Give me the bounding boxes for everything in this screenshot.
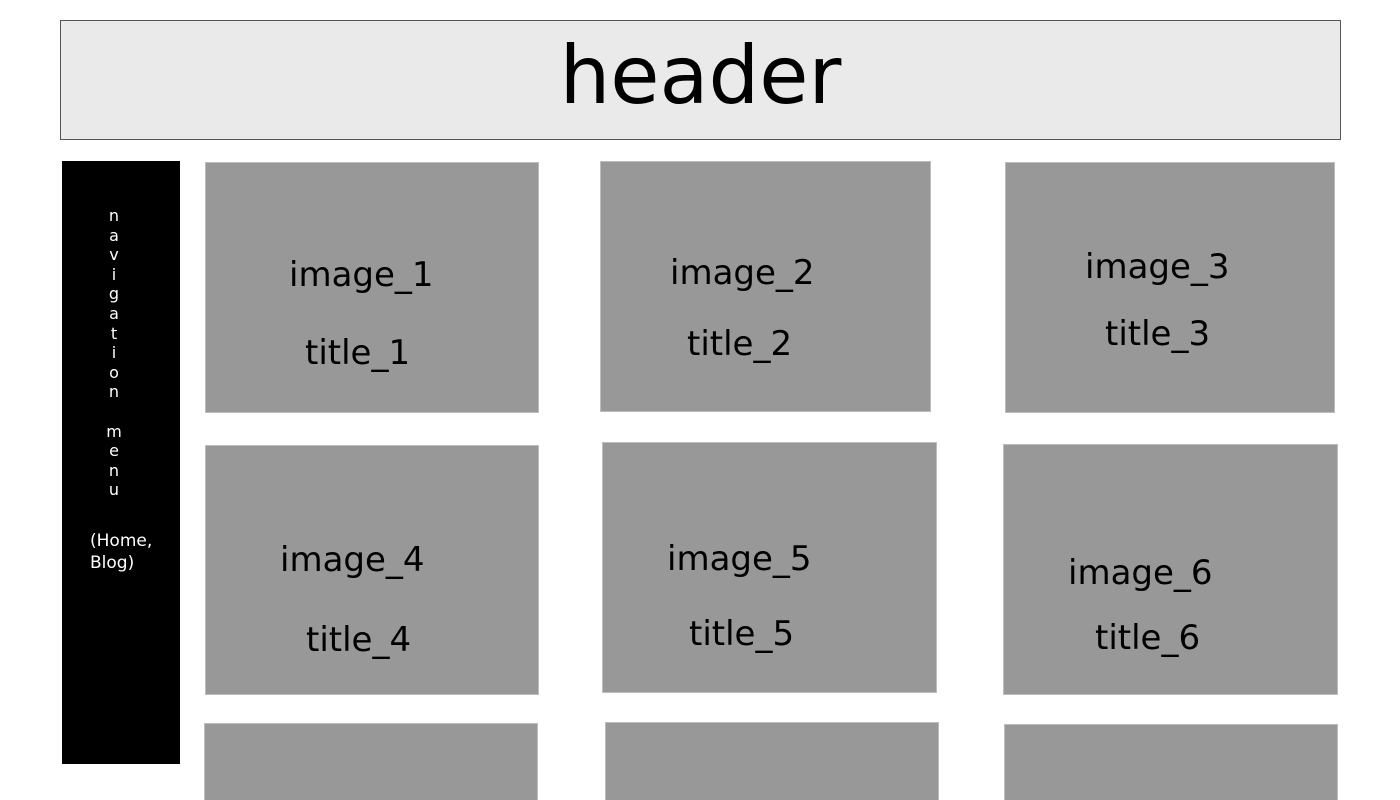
navigation-menu-label: n a v i g a t i o n m e n u [62,206,166,500]
nav-letter: v [109,245,119,265]
image-tile-2[interactable]: image_2 title_2 [600,161,931,412]
image-tile-1[interactable]: image_1 title_1 [205,162,539,413]
tile-title-label: title_3 [1105,314,1211,354]
tile-image-label: image_3 [1085,247,1230,287]
nav-letter: o [109,362,119,382]
tile-title-label: title_2 [687,324,793,364]
tile-title-label: title_6 [1095,618,1201,658]
image-tile-3[interactable]: image_3 title_3 [1005,162,1335,413]
tile-image-label: image_6 [1068,553,1213,593]
nav-letter: m [106,421,122,441]
nav-items-note: (Home, Blog) [90,530,170,574]
tile-title-label: title_4 [306,620,412,660]
nav-letter: g [108,284,120,304]
tile-title-label: title_5 [689,614,795,654]
tile-image-label: image_1 [289,255,434,295]
tile-image-label: image_5 [667,539,812,579]
tile-title-label: title_1 [305,333,411,373]
nav-letter: u [108,480,120,500]
image-tile-8[interactable] [605,722,939,800]
nav-letter: n [108,382,120,402]
image-tile-4[interactable]: image_4 title_4 [205,445,539,695]
navigation-menu[interactable]: n a v i g a t i o n m e n u (Home, Blog) [62,161,180,764]
nav-letter: a [109,303,119,323]
image-tile-7[interactable] [204,723,538,800]
nav-letter: t [110,323,118,343]
header-title: header [559,29,842,122]
image-tile-9[interactable] [1004,724,1338,800]
nav-letter: n [108,206,120,225]
nav-letter: a [109,225,119,245]
nav-letter: i [111,343,117,363]
tile-image-label: image_2 [670,253,815,293]
nav-letter: n [108,460,120,480]
nav-letter: e [109,441,119,461]
header-box: header [60,20,1341,140]
tile-image-label: image_4 [280,540,425,580]
image-tile-5[interactable]: image_5 title_5 [602,442,937,693]
nav-items-line-2: Blog) [90,553,135,573]
image-tile-6[interactable]: image_6 title_6 [1003,444,1338,695]
nav-items-line-1: (Home, [90,531,153,551]
nav-letter: i [111,264,117,284]
